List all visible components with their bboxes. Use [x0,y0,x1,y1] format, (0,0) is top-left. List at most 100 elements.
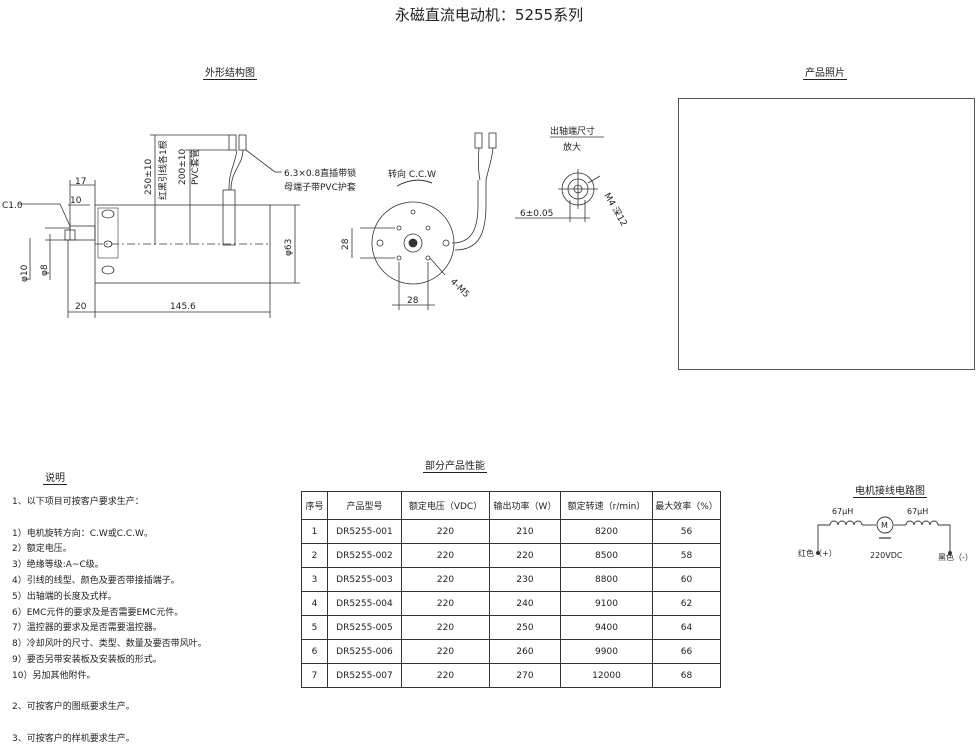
motor-label: M [881,521,888,530]
table-header-row: 序号 产品型号 额定电压（VDC） 输出功率（W） 额定转速（r/min） 最大… [301,491,721,520]
wiring-circuit: 67μH 67μH M 红色（+） 黑色（-） 220VDC [798,507,973,562]
dim-17: 17 [75,177,86,187]
lead-length-250: 250±10 [144,159,154,195]
table-cell: 1 [301,519,328,544]
inductor-left-label: 67μH [832,507,853,516]
header-cell: 额定电压（VDC） [401,491,490,520]
table-cell: 8200 [560,519,653,544]
table-cell: DR5255-002 [327,543,402,568]
shaft-detail-subtitle: 放大 [563,141,581,153]
table-cell: DR5255-005 [327,615,402,640]
lead-length-200: 200±10 [178,149,188,185]
chamfer-c10: C1.0 [2,201,23,211]
table-cell: 9400 [560,615,653,640]
table-cell: 12000 [560,663,653,688]
table-cell: 60 [652,567,721,592]
table-cell: 4 [301,591,328,616]
note-line: 9）要否另带安装板及安装板的形式。 [12,654,162,665]
table-cell: 64 [652,615,721,640]
outline-section-title: 外形结构图 [203,68,257,80]
table-cell: 210 [489,519,561,544]
table-cell: 230 [489,567,561,592]
note-line: 5）出轴端的长度及式样。 [12,591,117,602]
note-line [12,511,207,527]
shaft-thread-m4: M4 深12 [601,191,629,228]
table-cell: DR5255-001 [327,519,402,544]
photo-section-title: 产品照片 [803,68,847,80]
inductor-right [905,520,939,526]
note-line: 3、可按客户的样机要求生产。 [12,733,135,744]
header-cell: 额定转速（r/min） [560,491,653,520]
dim-28-vertical: 28 [341,238,351,250]
dim-145-6: 145.6 [170,302,196,312]
table-cell: 58 [652,543,721,568]
table-cell: 68 [652,663,721,688]
dim-20: 20 [75,302,87,312]
lead-red-black: 红黑引线各1根 [157,140,169,200]
performance-section-title: 部分产品性能 [423,461,487,473]
table-cell: 8500 [560,543,653,568]
table-cell: 220 [489,543,561,568]
rotation-label: 转向 C.C.W [388,168,436,180]
table-cell: 8800 [560,567,653,592]
table-cell: 240 [489,591,561,616]
table-cell: 220 [401,543,490,568]
red-terminal-label: 红色（+） [798,548,837,558]
terminal-note-2: 母端子带PVC护套 [284,181,356,193]
table-cell: 7 [301,663,328,688]
table-cell: DR5255-004 [327,591,402,616]
note-line: 3）绝缘等级:A~C级。 [12,560,104,571]
table-cell: 9900 [560,639,653,664]
table-cell: DR5255-006 [327,639,402,664]
note-line: 1、以下项目可按客户要求生产： [12,497,144,507]
dim-phi10: φ10 [20,264,30,282]
notes-list: 1、以下项目可按客户要求生产： 1）电机旋转方向：C.W或C.C.W。 2）额定… [12,495,207,748]
note-line: 2、可按客户的图纸要求生产。 [12,702,135,713]
note-line: 10）另加其他附件。 [12,670,96,681]
notes-section-title: 说明 [43,473,67,485]
table-cell: 220 [401,591,490,616]
dim-10: 10 [70,196,82,206]
table-cell: 260 [489,639,561,664]
note-line: 8）冷却风叶的尺寸、类型、数量及要否带风叶。 [12,639,207,650]
dim-phi63: φ63 [284,239,294,256]
table-cell: 220 [401,567,490,592]
inductor-left [829,520,863,526]
dim-28-horizontal: 28 [407,296,419,306]
table-cell: 6 [301,639,328,664]
wiring-section-title: 电机接线电路图 [853,486,927,498]
table-cell: 9100 [560,591,653,616]
motor-symbol [876,516,894,534]
outline-drawing: 17 10 C1.0 φ10 φ8 20 145.6 250±10 红黑引线各1… [2,125,629,318]
page-title: 永磁直流电动机：5255系列 [394,6,584,24]
product-photo-frame [678,98,975,370]
header-cell: 输出功率（W） [489,491,561,520]
table-cell: 220 [401,615,490,640]
header-cell: 产品型号 [327,491,402,520]
shaft-dim-6: 6±0.05 [520,209,553,219]
black-terminal-label: 黑色（-） [938,552,973,562]
table-cell: 56 [652,519,721,544]
note-line [12,685,207,701]
note-line: 1）电机旋转方向：C.W或C.C.W。 [12,528,153,539]
terminal-note-1: 6.3×0.8直插带锁 [284,167,356,179]
table-cell: 62 [652,591,721,616]
table-cell: 250 [489,615,561,640]
note-line: 2）额定电压。 [12,544,72,555]
header-cell: 最大效率（%） [652,491,721,520]
table-cell: 220 [401,663,490,688]
note-line: 4）引线的线型、颜色及要否带接插端子。 [12,575,180,586]
voltage-label: 220VDC [870,551,903,560]
pvc-sleeve-label: PVC套管 [189,149,201,185]
table-cell: 2 [301,543,328,568]
table-cell: 220 [401,639,490,664]
table-cell: 270 [489,663,561,688]
note-line: 7）温控器的要求及是否需要温控器。 [12,623,162,634]
